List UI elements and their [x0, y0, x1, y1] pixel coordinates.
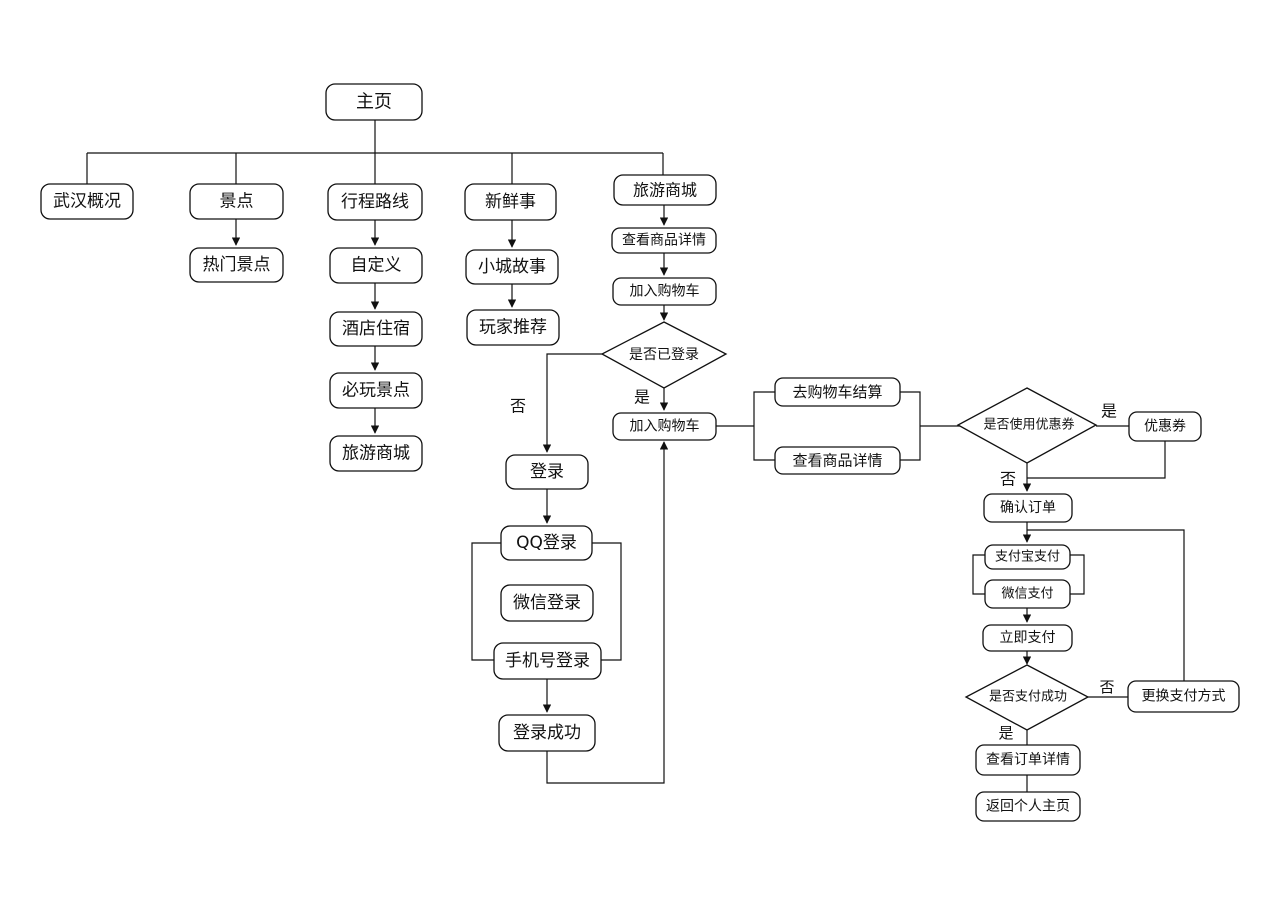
- svg-text:支付宝支付: 支付宝支付: [995, 550, 1060, 565]
- edge-label-yes-pay: 是: [998, 724, 1013, 742]
- edge-coupon-return: [1027, 441, 1166, 479]
- node-route[interactable]: 行程路线: [327, 183, 423, 221]
- node-alipay[interactable]: 支付宝支付: [984, 544, 1071, 570]
- edge-decision-login: [542, 353, 602, 453]
- svg-text:是否使用优惠券: 是否使用优惠券: [983, 417, 1074, 433]
- node-usecoupon-decision[interactable]: 是否使用优惠券: [956, 387, 1098, 464]
- svg-text:微信登录: 微信登录: [513, 593, 581, 613]
- edge-login-bracket: [471, 542, 622, 661]
- svg-text:加入购物车: 加入购物车: [630, 283, 700, 300]
- edge-changepay-return: [1027, 529, 1185, 681]
- node-addcart[interactable]: 加入购物车: [612, 277, 717, 306]
- node-login[interactable]: 登录: [505, 454, 589, 490]
- svg-text:是否支付成功: 是否支付成功: [989, 690, 1067, 705]
- svg-text:去购物车结算: 去购物车结算: [792, 383, 882, 401]
- svg-text:旅游商城: 旅游商城: [342, 444, 410, 464]
- svg-text:小城故事: 小城故事: [478, 257, 546, 277]
- node-order-detail[interactable]: 查看订单详情: [975, 744, 1081, 776]
- svg-text:查看订单详情: 查看订单详情: [986, 752, 1070, 768]
- edge-label-no-pay: 否: [1099, 678, 1114, 696]
- node-addcart2[interactable]: 加入购物车: [612, 412, 717, 441]
- node-wechat-login[interactable]: 微信登录: [500, 584, 594, 622]
- node-recommend[interactable]: 玩家推荐: [466, 309, 560, 346]
- node-mustsee[interactable]: 必玩景点: [329, 372, 423, 409]
- node-story[interactable]: 小城故事: [465, 249, 559, 285]
- node-back-home[interactable]: 返回个人主页: [975, 791, 1081, 822]
- edge-label-no-login: 否: [510, 397, 526, 416]
- node-loggedin-decision[interactable]: 是否已登录: [600, 321, 728, 389]
- svg-text:旅游商城: 旅游商城: [633, 181, 697, 200]
- svg-text:玩家推荐: 玩家推荐: [479, 318, 547, 338]
- svg-text:景点: 景点: [220, 192, 254, 212]
- node-home[interactable]: 主页: [325, 83, 423, 121]
- node-confirm-order[interactable]: 确认订单: [983, 493, 1073, 523]
- node-custom[interactable]: 自定义: [329, 247, 423, 284]
- edge-loginok-addcart2: [546, 441, 669, 784]
- svg-text:主页: 主页: [356, 92, 392, 113]
- svg-text:是否已登录: 是否已登录: [629, 347, 699, 363]
- node-paysuccess-decision[interactable]: 是否支付成功: [964, 664, 1090, 731]
- node-login-success[interactable]: 登录成功: [498, 714, 596, 752]
- svg-text:优惠券: 优惠券: [1144, 419, 1186, 435]
- node-qq-login[interactable]: QQ登录: [500, 525, 593, 561]
- node-spots[interactable]: 景点: [189, 183, 284, 220]
- node-wxpay[interactable]: 微信支付: [984, 579, 1071, 609]
- svg-text:微信支付: 微信支付: [1001, 587, 1053, 602]
- svg-text:返回个人主页: 返回个人主页: [986, 799, 1070, 815]
- node-detail2[interactable]: 查看商品详情: [774, 446, 901, 475]
- node-mall2[interactable]: 旅游商城: [329, 435, 423, 472]
- node-wuhan[interactable]: 武汉概况: [40, 183, 134, 220]
- svg-text:QQ登录: QQ登录: [516, 533, 577, 553]
- node-changepay[interactable]: 更换支付方式: [1127, 680, 1240, 713]
- svg-text:登录: 登录: [530, 462, 564, 482]
- edge-options-decision: [900, 391, 960, 461]
- edge-label-yes-coupon: 是: [1101, 402, 1117, 421]
- svg-text:热门景点: 热门景点: [203, 255, 271, 275]
- svg-text:新鲜事: 新鲜事: [485, 192, 536, 212]
- edge-label-no-coupon: 否: [1000, 470, 1016, 489]
- nodes: 主页 武汉概况 景点 热门景点 行程路线 自定义 酒店住宿 必玩景点 旅游商城 …: [40, 83, 1240, 822]
- svg-text:更换支付方式: 更换支付方式: [1142, 688, 1226, 705]
- node-coupon[interactable]: 优惠券: [1128, 411, 1202, 442]
- svg-text:武汉概况: 武汉概况: [53, 192, 121, 212]
- svg-text:查看商品详情: 查看商品详情: [622, 233, 706, 249]
- node-news[interactable]: 新鲜事: [464, 183, 557, 221]
- node-hotel[interactable]: 酒店住宿: [329, 311, 423, 347]
- svg-text:登录成功: 登录成功: [513, 723, 581, 743]
- svg-text:查看商品详情: 查看商品详情: [792, 452, 882, 470]
- node-mall[interactable]: 旅游商城: [613, 174, 717, 206]
- edge-pay-bracket: [972, 554, 1085, 595]
- svg-text:行程路线: 行程路线: [341, 192, 409, 212]
- node-detail[interactable]: 查看商品详情: [611, 227, 717, 254]
- svg-text:确认订单: 确认订单: [1000, 500, 1056, 516]
- edges: [86, 120, 1185, 792]
- svg-text:加入购物车: 加入购物车: [630, 418, 700, 435]
- svg-text:立即支付: 立即支付: [1000, 630, 1056, 646]
- svg-text:手机号登录: 手机号登录: [505, 651, 590, 671]
- node-checkout[interactable]: 去购物车结算: [774, 377, 901, 407]
- svg-text:酒店住宿: 酒店住宿: [342, 319, 410, 339]
- svg-text:自定义: 自定义: [351, 256, 402, 276]
- svg-text:必玩景点: 必玩景点: [342, 381, 410, 401]
- edge-label-yes-login: 是: [634, 388, 650, 407]
- edge-labels: 否 是 是 否 否 是: [510, 388, 1117, 743]
- node-phone-login[interactable]: 手机号登录: [493, 642, 602, 680]
- node-hot[interactable]: 热门景点: [189, 247, 284, 283]
- edge-addcart2-options: [716, 391, 775, 461]
- node-paynow[interactable]: 立即支付: [982, 624, 1073, 652]
